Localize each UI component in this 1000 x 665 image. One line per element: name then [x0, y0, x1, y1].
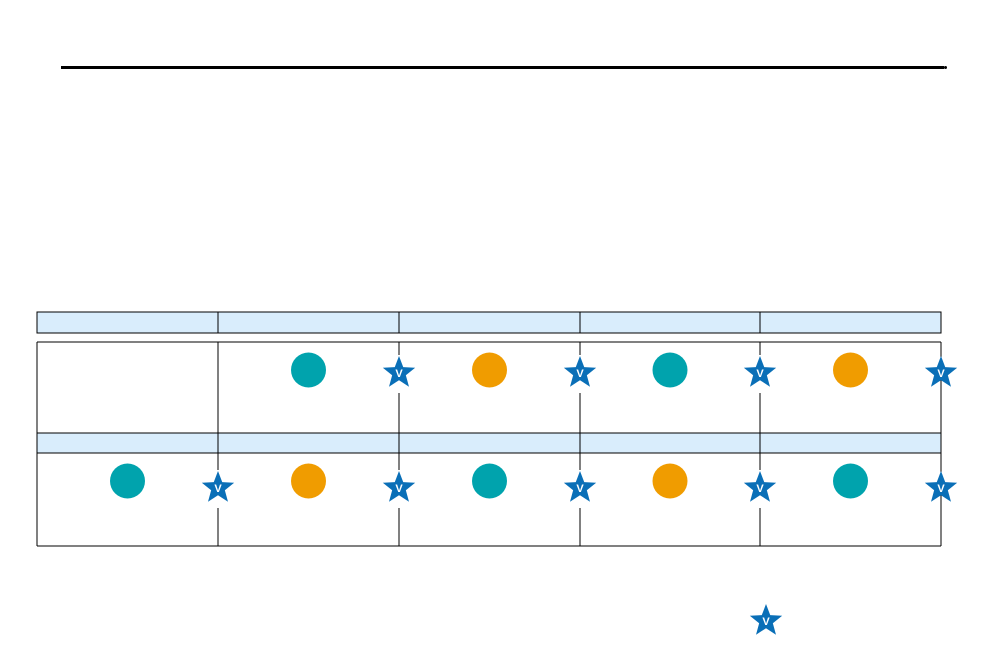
milestone-star: V: [743, 356, 777, 387]
milestone-star-icon: [749, 604, 783, 635]
milestone-star: V: [382, 356, 416, 387]
milestone-star-icon: [743, 471, 777, 502]
teal-circle-icon: [833, 463, 868, 499]
orange-circle-icon: [833, 352, 868, 388]
milestone-star-label: V: [395, 483, 403, 495]
milestone-star: V: [201, 471, 235, 502]
orange-circle-icon: [472, 352, 507, 388]
teal-circle-icon: [652, 352, 688, 388]
header-band-2: [36, 432, 942, 454]
milestone-star-icon: [563, 356, 597, 387]
milestone-star-label: V: [756, 483, 764, 495]
milestone-star-label: V: [937, 483, 945, 495]
header-band-1: [36, 311, 942, 334]
orange-circle-icon: [652, 463, 688, 499]
milestone-star: V: [563, 471, 597, 502]
milestone-star-icon: [924, 356, 958, 387]
milestone-star: V: [743, 471, 777, 502]
orange-circle-icon: [291, 463, 326, 499]
teal-circle-icon: [110, 463, 145, 499]
milestone-star-label: V: [395, 368, 403, 380]
milestone-star-icon: [382, 356, 416, 387]
milestone-star-label: V: [576, 483, 584, 495]
teal-circle-icon: [291, 352, 326, 388]
milestone-star: V: [924, 356, 958, 387]
milestone-star: V: [563, 356, 597, 387]
teal-circle-icon: [472, 463, 507, 499]
milestone-star-icon: [201, 471, 235, 502]
milestone-star-label: V: [576, 368, 584, 380]
milestone-star-icon: [382, 471, 416, 502]
milestone-star: V: [924, 471, 958, 502]
milestone-star-label: V: [937, 368, 945, 380]
milestone-star-icon: [563, 471, 597, 502]
title-rule: [61, 66, 947, 69]
legend-star: V: [749, 604, 783, 635]
milestone-star-label: V: [214, 483, 222, 495]
milestone-star-label: V: [756, 368, 764, 380]
milestone-star-icon: [743, 356, 777, 387]
milestone-star-label: V: [762, 616, 770, 628]
milestone-star: V: [382, 471, 416, 502]
milestone-star-icon: [924, 471, 958, 502]
